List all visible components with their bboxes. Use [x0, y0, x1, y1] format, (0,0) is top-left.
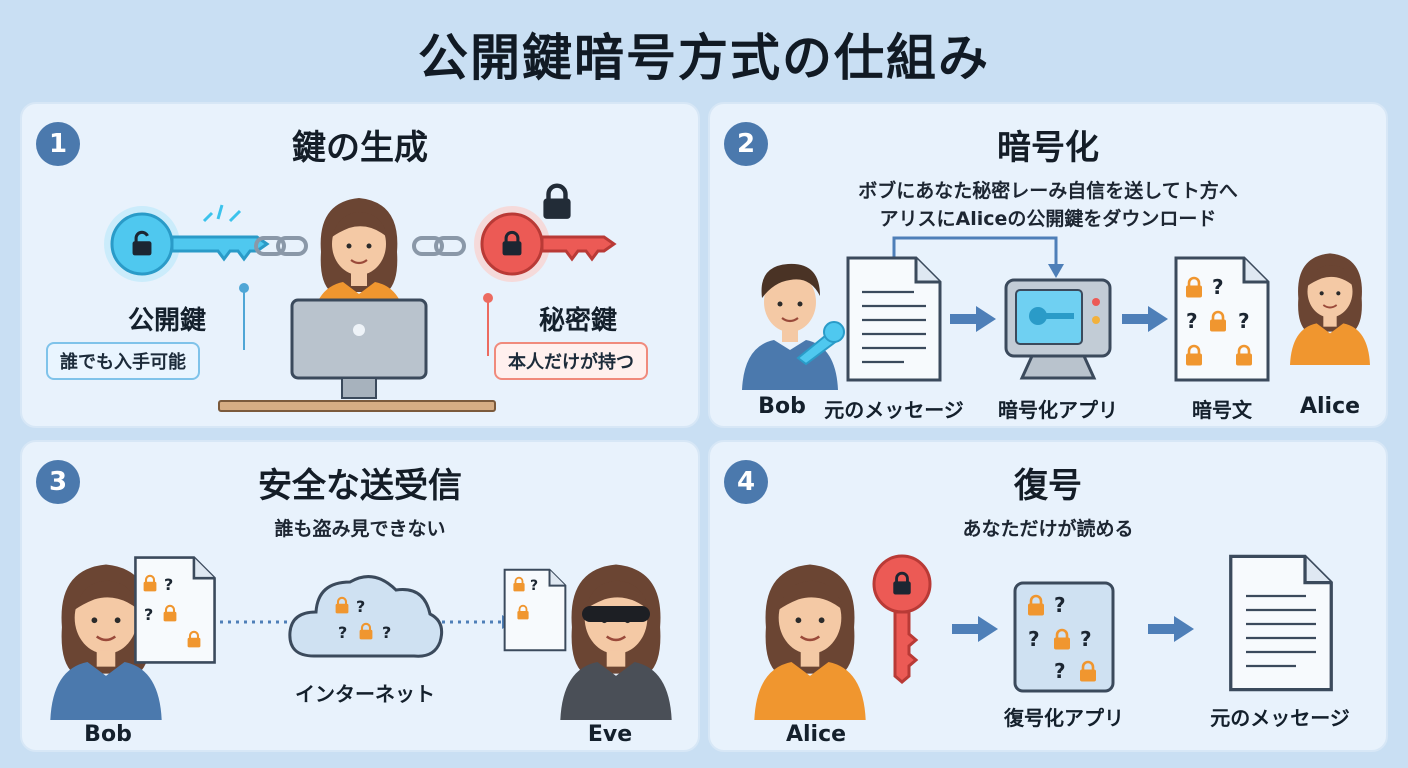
eve-eavesdropper-illustration — [559, 563, 673, 720]
bob-label: Bob — [758, 394, 806, 419]
panel-title: 鍵の生成 — [292, 128, 428, 168]
panel-subtitle-line1: ボブにあなた秘密レーみ自信を送してト方へ — [858, 180, 1238, 202]
main-title: 公開鍵暗号方式の仕組み — [418, 29, 990, 87]
ciphertext-document-icon: ? ? — [134, 556, 216, 664]
alice-label: Alice — [785, 722, 847, 747]
public-key-icon — [104, 206, 270, 282]
svg-text:?: ? — [1186, 309, 1198, 333]
message-document-icon — [846, 256, 942, 382]
bob-illustration — [740, 262, 845, 390]
svg-text:?: ? — [382, 623, 391, 642]
arrow-right-icon — [1122, 306, 1168, 332]
svg-text:?: ? — [1028, 627, 1040, 651]
panel-title: 暗号化 — [997, 128, 1099, 168]
internet-label: インターネット — [295, 682, 435, 706]
private-key-icon — [474, 206, 617, 282]
alice-label: Alice — [1299, 394, 1361, 419]
private-key-tag: 本人だけが持つ — [494, 342, 648, 380]
svg-text:?: ? — [1054, 593, 1066, 617]
step-number-badge: 2 — [724, 122, 768, 166]
step-number-badge: 4 — [724, 460, 768, 504]
decryption-app-label: 復号化アプリ — [1004, 706, 1124, 730]
arrow-right-icon — [952, 616, 998, 642]
panel-subtitle: あなただけが読める — [962, 518, 1134, 540]
ciphertext-document-icon: ? — [503, 568, 567, 652]
panel-decryption: 4 復号 あなただけが読める ? ? ? ? Alice 復号化アプリ 元のメッ… — [708, 440, 1388, 752]
arrow-right-icon — [1148, 616, 1194, 642]
svg-text:?: ? — [1238, 309, 1250, 333]
public-key-tag: 誰でも入手可能 — [46, 342, 200, 380]
svg-text:?: ? — [1080, 627, 1092, 651]
panel-encryption: 2 暗号化 ボブにあなた秘密レーみ自信を送してト方へ アリスにAliceの公開鍵… — [708, 102, 1388, 428]
panel-subtitle-line2: アリスにAliceの公開鍵をダウンロード — [879, 208, 1217, 230]
chain-link-icon — [412, 236, 466, 256]
panel-key-generation: 1 鍵の生成 公開鍵 誰でも入手可能 — [20, 102, 700, 428]
private-key-icon — [872, 554, 932, 684]
chain-link-icon — [254, 236, 308, 256]
dotted-connector — [220, 620, 290, 624]
svg-text:?: ? — [530, 578, 538, 594]
svg-text:?: ? — [338, 623, 347, 642]
decryption-app-icon: ? ? ? ? — [1013, 581, 1115, 693]
ciphertext-label: 暗号文 — [1192, 398, 1252, 422]
panel-title: 復号 — [1014, 466, 1082, 506]
internet-cloud-icon: ? ? ? — [288, 575, 444, 658]
connector-line — [239, 283, 249, 350]
panel-secure-transmission: 3 安全な送受信 誰も盗み見できない ? ? ? ? ? ? インターネット B… — [20, 440, 700, 752]
svg-text:?: ? — [144, 605, 153, 624]
bob-label: Bob — [84, 722, 132, 747]
svg-text:?: ? — [164, 575, 173, 594]
panel-subtitle: 誰も盗み見できない — [274, 518, 446, 540]
download-arrow — [892, 236, 1064, 278]
message-label: 元のメッセージ — [1210, 706, 1350, 730]
panel-title: 安全な送受信 — [258, 466, 462, 506]
svg-text:?: ? — [356, 597, 365, 616]
alice-illustration — [753, 563, 867, 720]
encryption-app-label: 暗号化アプリ — [998, 398, 1118, 422]
decrypted-message-icon — [1229, 554, 1333, 692]
ciphertext-document-icon: ? ? ? — [1174, 256, 1270, 382]
step-number-badge: 3 — [36, 460, 80, 504]
eve-label: Eve — [587, 722, 633, 747]
svg-text:?: ? — [1212, 275, 1224, 299]
private-key-label: 秘密鍵 — [538, 306, 618, 336]
message-label: 元のメッセージ — [824, 398, 964, 422]
connector-line — [483, 293, 493, 356]
public-key-label: 公開鍵 — [127, 306, 207, 336]
desk — [218, 400, 496, 412]
arrow-right-icon — [950, 306, 996, 332]
person-at-computer-illustration — [290, 196, 428, 399]
svg-text:?: ? — [1054, 659, 1066, 683]
encryption-app-icon — [1004, 278, 1112, 380]
sparkle-icon — [202, 204, 242, 223]
alice-illustration — [1289, 252, 1371, 365]
step-number-badge: 1 — [36, 122, 80, 166]
